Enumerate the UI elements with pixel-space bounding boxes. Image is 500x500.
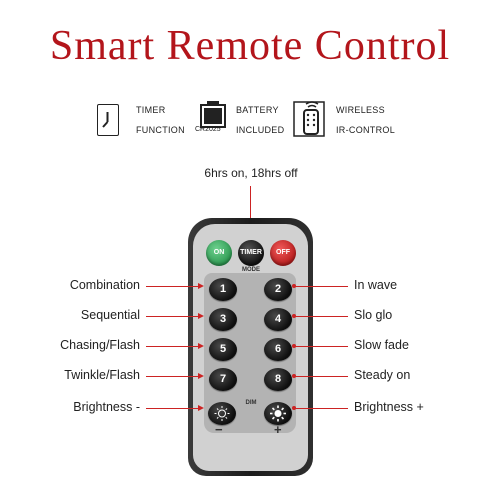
feature-timer-line2: FUNCTION <box>136 125 185 135</box>
mode-button-panel: 1 2 3 4 5 6 7 8 <box>204 273 296 419</box>
sun-dim-icon <box>214 406 230 421</box>
battery-model-text: CR2025 <box>195 126 221 133</box>
label-twinkle-flash: Twinkle/Flash <box>64 368 140 382</box>
battery-icon <box>199 100 227 138</box>
on-button[interactable]: ON <box>206 240 232 266</box>
label-sequential: Sequential <box>80 308 140 322</box>
dim-label: DIM <box>245 400 257 406</box>
remote-icon <box>292 100 328 138</box>
mode-button-6[interactable]: 6 <box>264 338 292 361</box>
label-slow-fade: Slow fade <box>354 338 409 352</box>
mode-button-7[interactable]: 7 <box>209 368 237 391</box>
label-brightness-up: Brightness + <box>354 400 424 414</box>
feature-wireless-line2: IR-CONTROL <box>336 125 395 135</box>
plus-sign: + <box>274 422 282 437</box>
mode-button-2[interactable]: 2 <box>264 278 292 301</box>
mode-button-8[interactable]: 8 <box>264 368 292 391</box>
label-combination: Combination <box>69 278 140 292</box>
feature-battery-line1: BATTERY <box>236 105 279 115</box>
mode-button-5[interactable]: 5 <box>209 338 237 361</box>
timer-note: 6hrs on, 18hrs off <box>204 166 298 180</box>
label-chasing-flash: Chasing/Flash <box>60 338 140 352</box>
feature-wireless-line1: WIRELESS <box>336 105 385 115</box>
mode-button-3[interactable]: 3 <box>209 308 237 331</box>
page-title: Smart Remote Control <box>49 23 451 69</box>
remote-face: ON TIMER OFF MODE 1 2 3 4 5 6 7 8 DIM <box>193 224 308 471</box>
mode-button-1[interactable]: 1 <box>209 278 237 301</box>
feature-timer-line1: TIMER <box>136 105 166 115</box>
off-button[interactable]: OFF <box>270 240 296 266</box>
label-in-wave: In wave <box>354 278 398 292</box>
brightness-down-button[interactable] <box>208 402 236 425</box>
feature-battery-line2: INCLUDED <box>236 125 285 135</box>
remote-control: ON TIMER OFF MODE 1 2 3 4 5 6 7 8 DIM <box>188 218 313 476</box>
mode-label: MODE <box>242 267 260 273</box>
label-slo-glo: Slo glo <box>354 308 393 322</box>
mode-button-4[interactable]: 4 <box>264 308 292 331</box>
sun-bright-icon <box>270 405 286 422</box>
timer-button[interactable]: TIMER <box>238 240 264 266</box>
brightness-up-button[interactable] <box>264 402 292 425</box>
clock-icon <box>97 104 119 136</box>
label-steady-on: Steady on <box>354 368 411 382</box>
label-brightness-down: Brightness - <box>73 400 140 414</box>
minus-sign: − <box>215 422 223 437</box>
